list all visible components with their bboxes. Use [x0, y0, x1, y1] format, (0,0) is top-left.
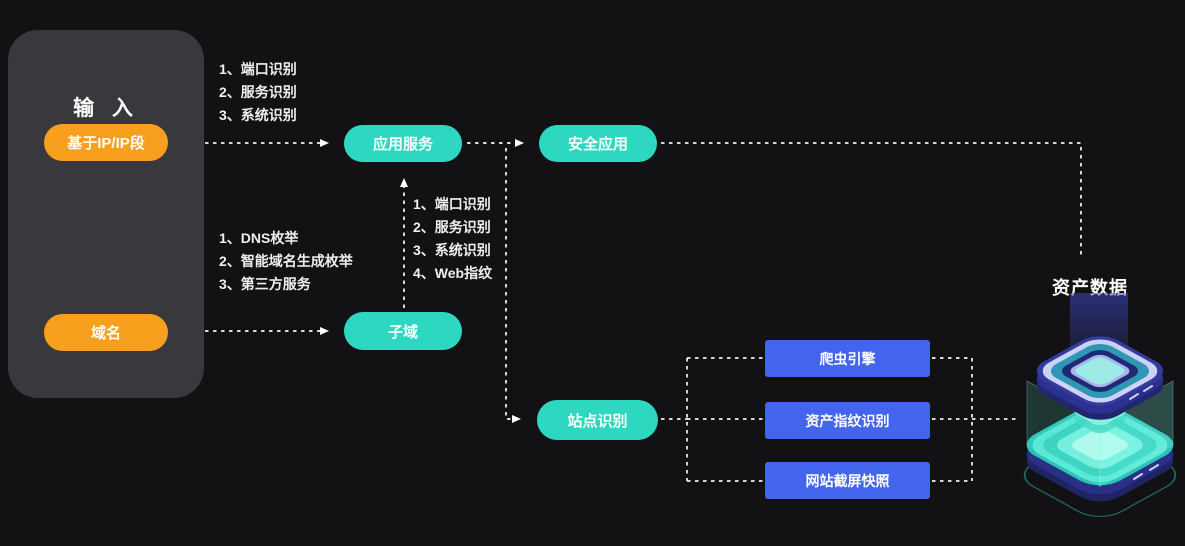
node-asset-fingerprint-label: 资产指纹识别: [805, 412, 890, 429]
node-subdomain-label: 子域: [387, 323, 418, 341]
annotation-line: 1、端口识别: [219, 61, 297, 77]
node-ip-range: 基于IP/IP段: [44, 124, 168, 161]
node-subdomain: 子域: [344, 312, 462, 350]
annotation-line: 4、Web指纹: [413, 265, 493, 281]
node-app-service-label: 应用服务: [372, 136, 433, 153]
annotation-line: 1、DNS枚举: [219, 230, 299, 246]
node-security-app-label: 安全应用: [567, 136, 628, 153]
input-panel: 输 入: [8, 30, 204, 398]
node-domain: 域名: [44, 314, 168, 351]
node-app-service: 应用服务: [344, 125, 462, 162]
node-crawler-engine-label: 爬虫引擎: [819, 350, 876, 367]
annotation-ip-steps: 1、端口识别 2、服务识别 3、系统识别: [219, 58, 297, 127]
node-crawler-engine: 爬虫引擎: [765, 340, 930, 377]
node-site-identify-label: 站点识别: [567, 412, 628, 430]
node-domain-label: 域名: [90, 325, 121, 342]
annotation-line: 2、智能域名生成枚举: [219, 253, 353, 269]
annotation-line: 2、服务识别: [219, 84, 297, 100]
annotation-subdomain-steps: 1、端口识别 2、服务识别 3、系统识别 4、Web指纹: [413, 193, 492, 285]
node-asset-fingerprint: 资产指纹识别: [765, 402, 930, 439]
annotation-line: 3、系统识别: [219, 107, 297, 123]
node-site-screenshot-label: 网站截屏快照: [805, 472, 890, 489]
node-security-app: 安全应用: [539, 125, 657, 162]
node-site-screenshot: 网站截屏快照: [765, 462, 930, 499]
input-panel-title: 输 入: [73, 97, 139, 120]
node-site-identify: 站点识别: [537, 400, 658, 440]
asset-data-cube-icon: [1012, 293, 1185, 543]
annotation-line: 3、系统识别: [413, 242, 491, 258]
annotation-line: 3、第三方服务: [219, 276, 311, 292]
annotation-line: 1、端口识别: [413, 196, 491, 212]
annotation-domain-steps: 1、DNS枚举 2、智能域名生成枚举 3、第三方服务: [219, 227, 353, 296]
annotation-line: 2、服务识别: [413, 219, 491, 235]
node-ip-range-label: 基于IP/IP段: [67, 135, 145, 152]
